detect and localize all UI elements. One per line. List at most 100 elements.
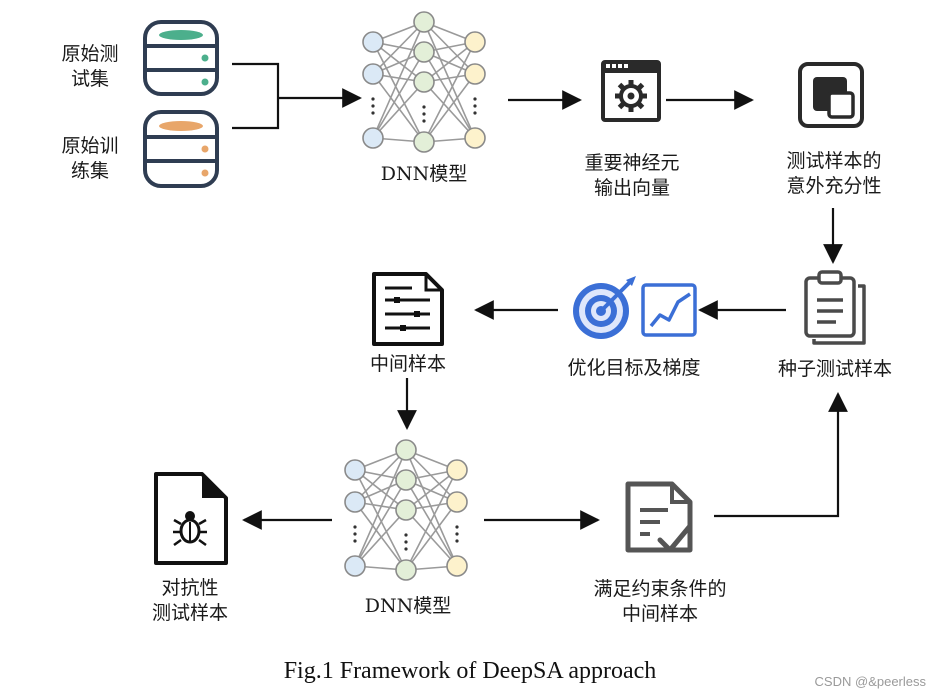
network-edge: [372, 81, 425, 139]
clipboard-icon: [804, 270, 866, 345]
arrow-constraint-to-seed: [714, 392, 848, 518]
figure-caption: Fig.1 Framework of DeepSA approach: [283, 658, 657, 684]
network-node: [344, 459, 366, 481]
label-surprise-line1: 测试样本的: [786, 150, 882, 172]
network-edge: [405, 449, 458, 503]
network-edge: [405, 501, 458, 571]
label-original-test-set: 原始测 试集: [61, 42, 118, 92]
label-adversarial-line2: 测试样本: [151, 602, 229, 624]
network-node: [446, 459, 468, 481]
network-ellipsis-dot: [371, 111, 375, 115]
label-important-neuron-output: 重要神经元 输出向量: [584, 151, 679, 201]
network-edge: [354, 501, 407, 571]
label-surprise-line2: 意外充分性: [786, 175, 882, 197]
network-ellipsis-dot: [353, 539, 357, 543]
network-ellipsis-dot: [404, 540, 408, 544]
merge-connector: [232, 62, 362, 130]
network-edge: [372, 41, 425, 143]
label-original-train-set-line1: 原始训: [61, 135, 119, 157]
label-dnn-model-top: DNN模型: [380, 163, 468, 185]
network-ellipsis-dot: [473, 97, 477, 101]
label-optimize-target-gradient: 优化目标及梯度: [567, 357, 701, 379]
network-node: [344, 555, 366, 577]
network-ellipsis-dot: [353, 532, 357, 536]
network-ellipsis-dot: [455, 525, 459, 529]
network-node: [464, 63, 486, 85]
network-node: [413, 41, 435, 63]
network-edge: [354, 469, 407, 511]
label-dnn-model-bottom: DNN模型: [364, 595, 452, 617]
network-ellipsis-dot: [422, 112, 426, 116]
network-node: [362, 31, 384, 53]
network-edge: [405, 479, 458, 567]
network-ellipsis-dot: [422, 105, 426, 109]
network-edge: [423, 41, 476, 143]
network-node: [413, 11, 435, 33]
network-node: [362, 127, 384, 149]
label-original-test-set-line2: 试集: [70, 68, 110, 90]
bug-document-icon: [154, 472, 228, 565]
watermark: CSDN @&peerless: [814, 674, 926, 689]
network-edge: [354, 509, 407, 567]
label-adversarial-test-sample: 对抗性 测试样本: [152, 576, 228, 626]
network-edge: [405, 509, 458, 567]
network-edge: [405, 469, 458, 571]
network-edge: [372, 21, 425, 75]
network-node: [395, 469, 417, 491]
network-ellipsis-dot: [473, 111, 477, 115]
label-constraint-intermediate-sample: 满足约束条件的 中间样本: [593, 577, 726, 627]
network-edge: [372, 21, 425, 139]
label-original-train-set-line2: 练集: [70, 160, 110, 182]
network-node: [413, 71, 435, 93]
network-node: [446, 555, 468, 577]
network-edge: [423, 51, 476, 139]
network-ellipsis-dot: [404, 533, 408, 537]
network-node: [344, 491, 366, 513]
database-icon-train-set: [143, 110, 219, 188]
line-chart-icon: [641, 283, 697, 337]
network-edge: [354, 449, 407, 503]
document-lines-icon: [372, 272, 444, 346]
database-icon-test-set: [143, 20, 219, 96]
network-edge: [372, 73, 425, 143]
network-node: [464, 31, 486, 53]
network-node: [413, 131, 435, 153]
network-ellipsis-dot: [371, 104, 375, 108]
network-ellipsis-dot: [371, 97, 375, 101]
label-constraint-line1: 满足约束条件的: [593, 578, 727, 600]
label-constraint-line2: 中间样本: [621, 603, 699, 625]
network-node: [464, 127, 486, 149]
network-node: [395, 559, 417, 581]
network-edge: [423, 21, 476, 139]
label-intermediate-sample: 中间样本: [369, 353, 447, 375]
gear-window-icon: [601, 60, 661, 122]
label-seed-test-sample: 种子测试样本: [777, 358, 893, 380]
network-ellipsis-dot: [455, 532, 459, 536]
label-neuron-line2: 输出向量: [593, 177, 671, 199]
network-edge: [372, 41, 425, 83]
network-edge: [354, 449, 407, 567]
network-edge: [405, 469, 458, 511]
network-edge: [354, 469, 407, 571]
network-node: [362, 63, 384, 85]
network-edge: [354, 479, 407, 567]
network-edge: [423, 73, 476, 143]
network-ellipsis-dot: [473, 104, 477, 108]
network-ellipsis-dot: [455, 539, 459, 543]
network-node: [395, 439, 417, 461]
label-test-sample-surprise: 测试样本的 意外充分性: [786, 149, 881, 199]
network-ellipsis-dot: [353, 525, 357, 529]
label-adversarial-line1: 对抗性: [161, 577, 219, 599]
checked-document-icon: [625, 481, 693, 553]
network-node: [395, 499, 417, 521]
network-ellipsis-dot: [422, 119, 426, 123]
network-ellipsis-dot: [404, 547, 408, 551]
dnn-model-icon-top: [362, 11, 486, 153]
dnn-model-icon-bottom: [344, 439, 468, 581]
overlap-squares-icon: [798, 62, 864, 128]
network-edge: [423, 41, 476, 83]
label-original-train-set: 原始训 练集: [61, 134, 118, 184]
target-icon: [573, 276, 636, 339]
network-node: [446, 491, 468, 513]
